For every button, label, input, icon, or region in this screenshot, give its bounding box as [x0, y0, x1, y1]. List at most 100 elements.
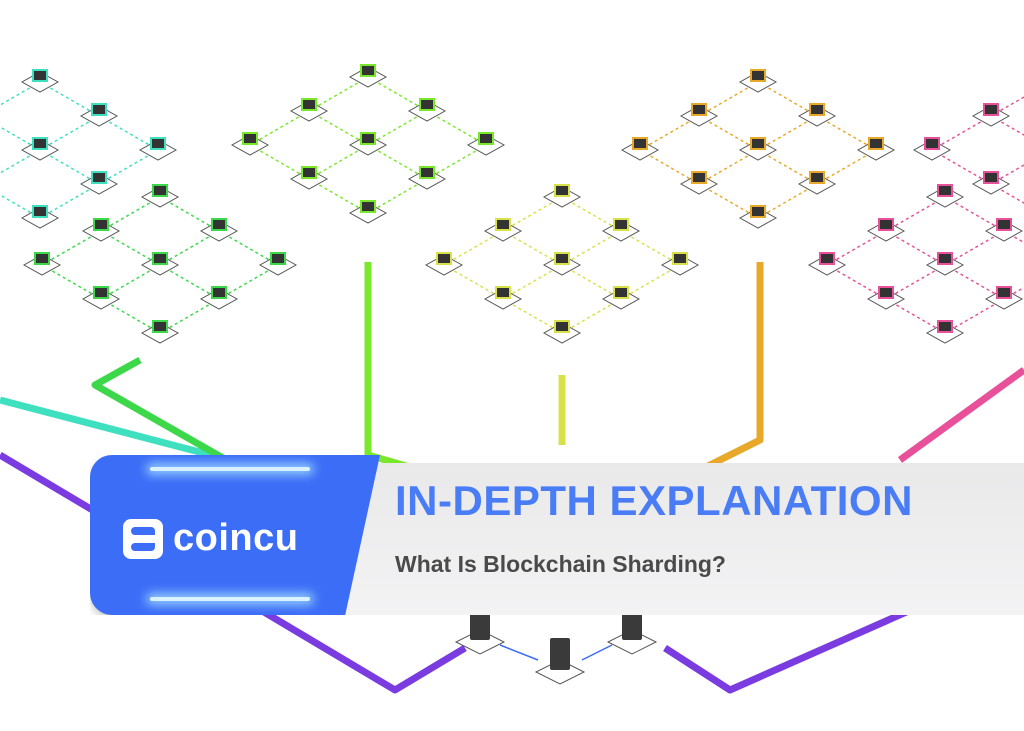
server-icon	[622, 608, 642, 640]
shard-link	[816, 115, 877, 151]
computer-node-icon	[983, 171, 999, 184]
computer-node-icon	[360, 200, 376, 213]
shard-link	[639, 149, 700, 185]
shard-link	[367, 110, 428, 146]
banner-title: IN-DEPTH EXPLANATION	[395, 477, 913, 524]
shard-link	[639, 115, 700, 151]
shard-connector-arrow	[897, 367, 1024, 463]
shard-link	[443, 230, 504, 266]
shard-link	[159, 298, 220, 334]
shard-link	[502, 230, 563, 266]
computer-node-icon	[360, 64, 376, 77]
shard-link	[757, 149, 818, 185]
shard-link	[561, 264, 622, 300]
shard-link	[426, 110, 487, 146]
server-icon	[470, 608, 490, 640]
computer-node-icon	[91, 103, 107, 116]
shard-link	[885, 196, 946, 232]
shard-link	[885, 230, 946, 266]
shard-link	[757, 115, 818, 151]
computer-node-icon	[554, 184, 570, 197]
shard-link	[944, 264, 1005, 300]
computer-node-icon	[750, 69, 766, 82]
computer-node-icon	[301, 166, 317, 179]
shard-link	[620, 264, 681, 300]
shard-link	[39, 183, 100, 219]
shard-link	[816, 149, 877, 185]
shard-link	[218, 264, 279, 300]
server-base	[606, 629, 658, 655]
computer-node-icon	[495, 218, 511, 231]
shard-link	[308, 178, 369, 214]
computer-node-icon	[809, 103, 825, 116]
shard-connector-arrow	[91, 356, 232, 466]
computer-node-icon	[613, 218, 629, 231]
shard-link	[826, 230, 887, 266]
computer-node-icon	[809, 171, 825, 184]
shard-link	[100, 230, 161, 266]
shard-connector-arrow	[0, 396, 231, 464]
shard-link	[944, 298, 1005, 334]
computer-node-icon	[419, 98, 435, 111]
shard-link	[100, 196, 161, 232]
shard-link	[308, 76, 369, 112]
banner-subtitle: What Is Blockchain Sharding?	[395, 551, 726, 577]
shard-link	[990, 164, 1024, 185]
computer-node-icon	[150, 137, 166, 150]
server-link	[499, 644, 539, 661]
computer-node-icon	[868, 137, 884, 150]
shard-link	[885, 298, 946, 334]
shard-link	[39, 81, 100, 117]
computer-node-icon	[819, 252, 835, 265]
shard-link	[308, 144, 369, 180]
glow-line	[150, 467, 310, 471]
computer-node-icon	[34, 252, 50, 265]
shard-link	[0, 194, 41, 219]
shard-link	[826, 264, 887, 300]
shard-link	[100, 298, 161, 334]
computer-node-icon	[152, 252, 168, 265]
banner-text-panel	[340, 463, 1024, 615]
coincu-logo-icon	[123, 518, 163, 559]
computer-node-icon	[242, 132, 258, 145]
shard-link	[757, 81, 818, 117]
computer-node-icon	[878, 218, 894, 231]
computer-node-icon	[691, 171, 707, 184]
shard-link	[308, 110, 369, 146]
computer-node-icon	[32, 137, 48, 150]
server-base	[454, 629, 506, 655]
shard-link	[502, 298, 563, 334]
shard-link	[98, 149, 159, 185]
shard-link	[98, 115, 159, 151]
shard-link	[249, 144, 310, 180]
computer-node-icon	[750, 205, 766, 218]
shard-link	[561, 298, 622, 334]
computer-node-icon	[632, 137, 648, 150]
computer-node-icon	[301, 98, 317, 111]
computer-node-icon	[436, 252, 452, 265]
computer-node-icon	[983, 103, 999, 116]
computer-node-icon	[996, 218, 1012, 231]
shard-link	[41, 230, 102, 266]
computer-node-icon	[672, 252, 688, 265]
shard-link	[561, 196, 622, 232]
banner-brand-panel: coincu	[90, 455, 380, 615]
computer-node-icon	[152, 184, 168, 197]
shard-link	[159, 230, 220, 266]
computer-node-icon	[937, 252, 953, 265]
computer-node-icon	[32, 69, 48, 82]
server-icon	[550, 638, 570, 670]
shard-connector-arrow	[698, 262, 764, 474]
shard-link	[931, 149, 992, 185]
shard-link	[698, 115, 759, 151]
glow-line	[150, 597, 310, 601]
computer-node-icon	[996, 286, 1012, 299]
server-base	[534, 659, 586, 685]
computer-node-icon	[937, 320, 953, 333]
computer-node-icon	[419, 166, 435, 179]
shard-link	[885, 264, 946, 300]
computer-node-icon	[360, 132, 376, 145]
shard-connector-arrow	[364, 262, 421, 474]
shard-link	[561, 230, 622, 266]
